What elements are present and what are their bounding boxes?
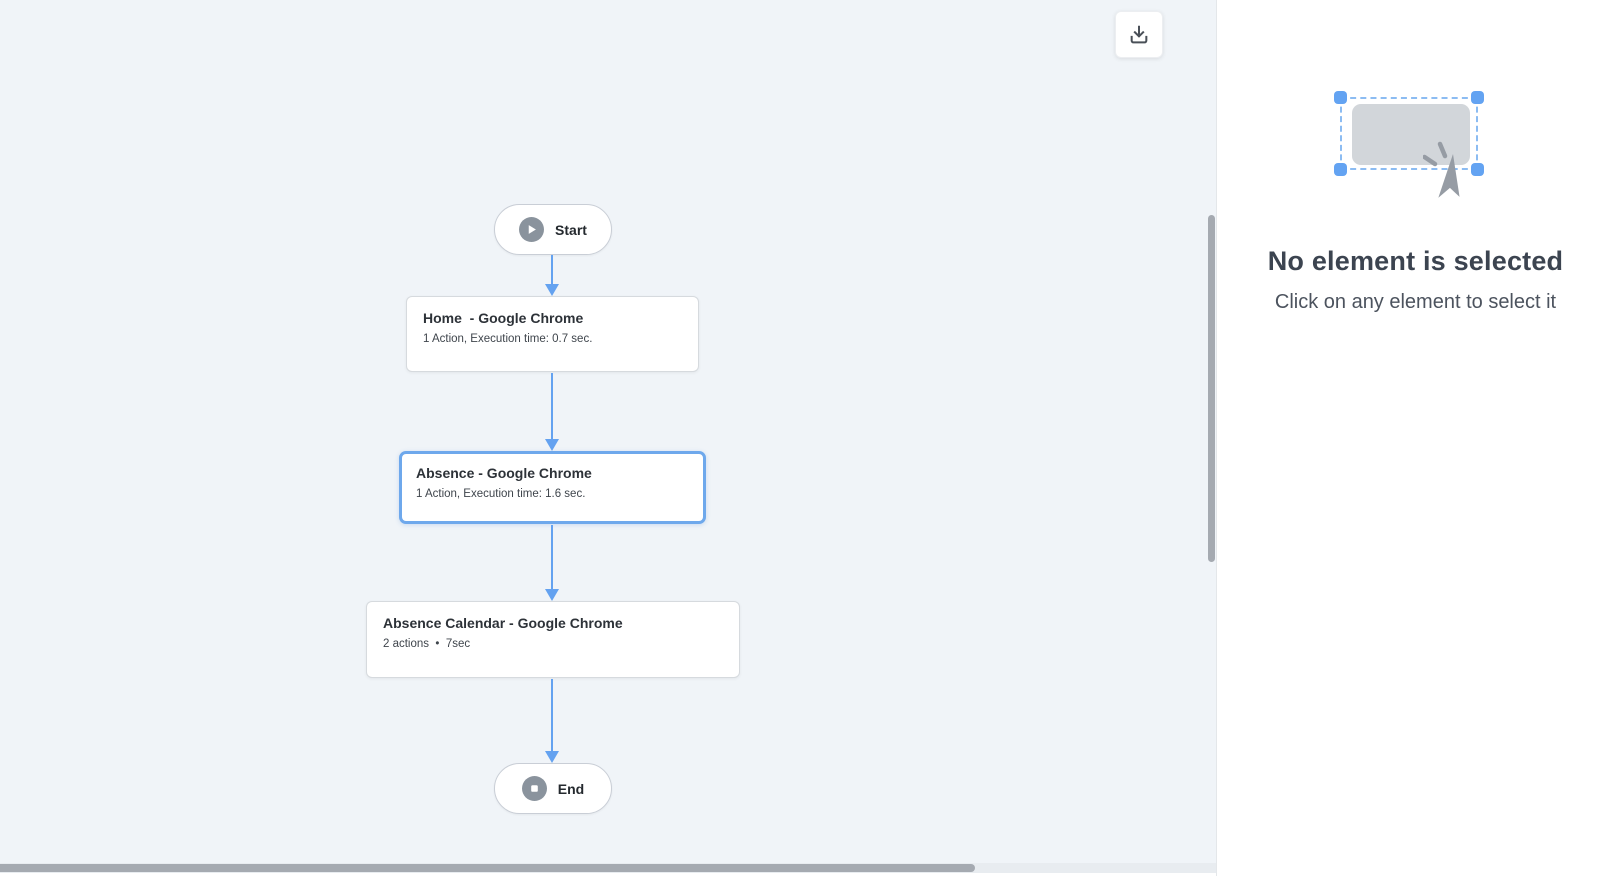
start-node[interactable]: Start <box>494 204 612 255</box>
start-label: Start <box>555 221 587 238</box>
vertical-scrollbar-thumb[interactable] <box>1208 215 1215 562</box>
end-node[interactable]: End <box>494 763 612 814</box>
connector-arrow <box>545 255 559 296</box>
no-selection-heading: No element is selected <box>1267 246 1564 276</box>
selection-box-icon <box>1333 91 1484 176</box>
connector-arrow <box>545 679 559 763</box>
step-node-home[interactable]: Home - Google Chrome 1 Action, Execution… <box>406 296 699 372</box>
flow-canvas[interactable]: Start Home - Google Chrome 1 Action, Exe… <box>0 0 1216 876</box>
selection-handle-icon <box>1333 91 1347 104</box>
step-subtitle: 1 Action, Execution time: 0.7 sec. <box>423 333 593 345</box>
download-icon <box>1128 24 1150 46</box>
connector-arrow <box>545 525 559 601</box>
step-title: Home - Google Chrome <box>423 310 584 326</box>
stop-icon <box>521 776 547 801</box>
selection-handle-icon <box>1470 91 1484 104</box>
cursor-click-icon <box>1422 141 1460 198</box>
step-node-absence[interactable]: Absence - Google Chrome 1 Action, Execut… <box>399 451 706 524</box>
connector-arrow <box>545 373 559 451</box>
step-title: Absence Calendar - Google Chrome <box>383 615 623 631</box>
inspector-panel: No element is selected Click on any elem… <box>1216 0 1614 876</box>
step-node-absence-calendar[interactable]: Absence Calendar - Google Chrome 2 actio… <box>366 601 740 678</box>
no-selection-subheading: Click on any element to select it <box>1274 291 1557 313</box>
bottom-strip <box>0 873 1216 876</box>
step-title: Absence - Google Chrome <box>416 465 592 481</box>
selection-handle-icon <box>1333 163 1347 176</box>
end-label: End <box>557 780 585 797</box>
play-icon <box>519 217 545 242</box>
no-selection-illustration <box>1333 86 1497 206</box>
element-placeholder-shape <box>1351 104 1470 165</box>
step-subtitle: 1 Action, Execution time: 1.6 sec. <box>416 488 586 500</box>
download-button[interactable] <box>1115 11 1163 58</box>
step-subtitle: 2 actions • 7sec <box>383 638 471 650</box>
selection-handle-icon <box>1470 163 1484 176</box>
horizontal-scrollbar-thumb[interactable] <box>0 864 975 872</box>
